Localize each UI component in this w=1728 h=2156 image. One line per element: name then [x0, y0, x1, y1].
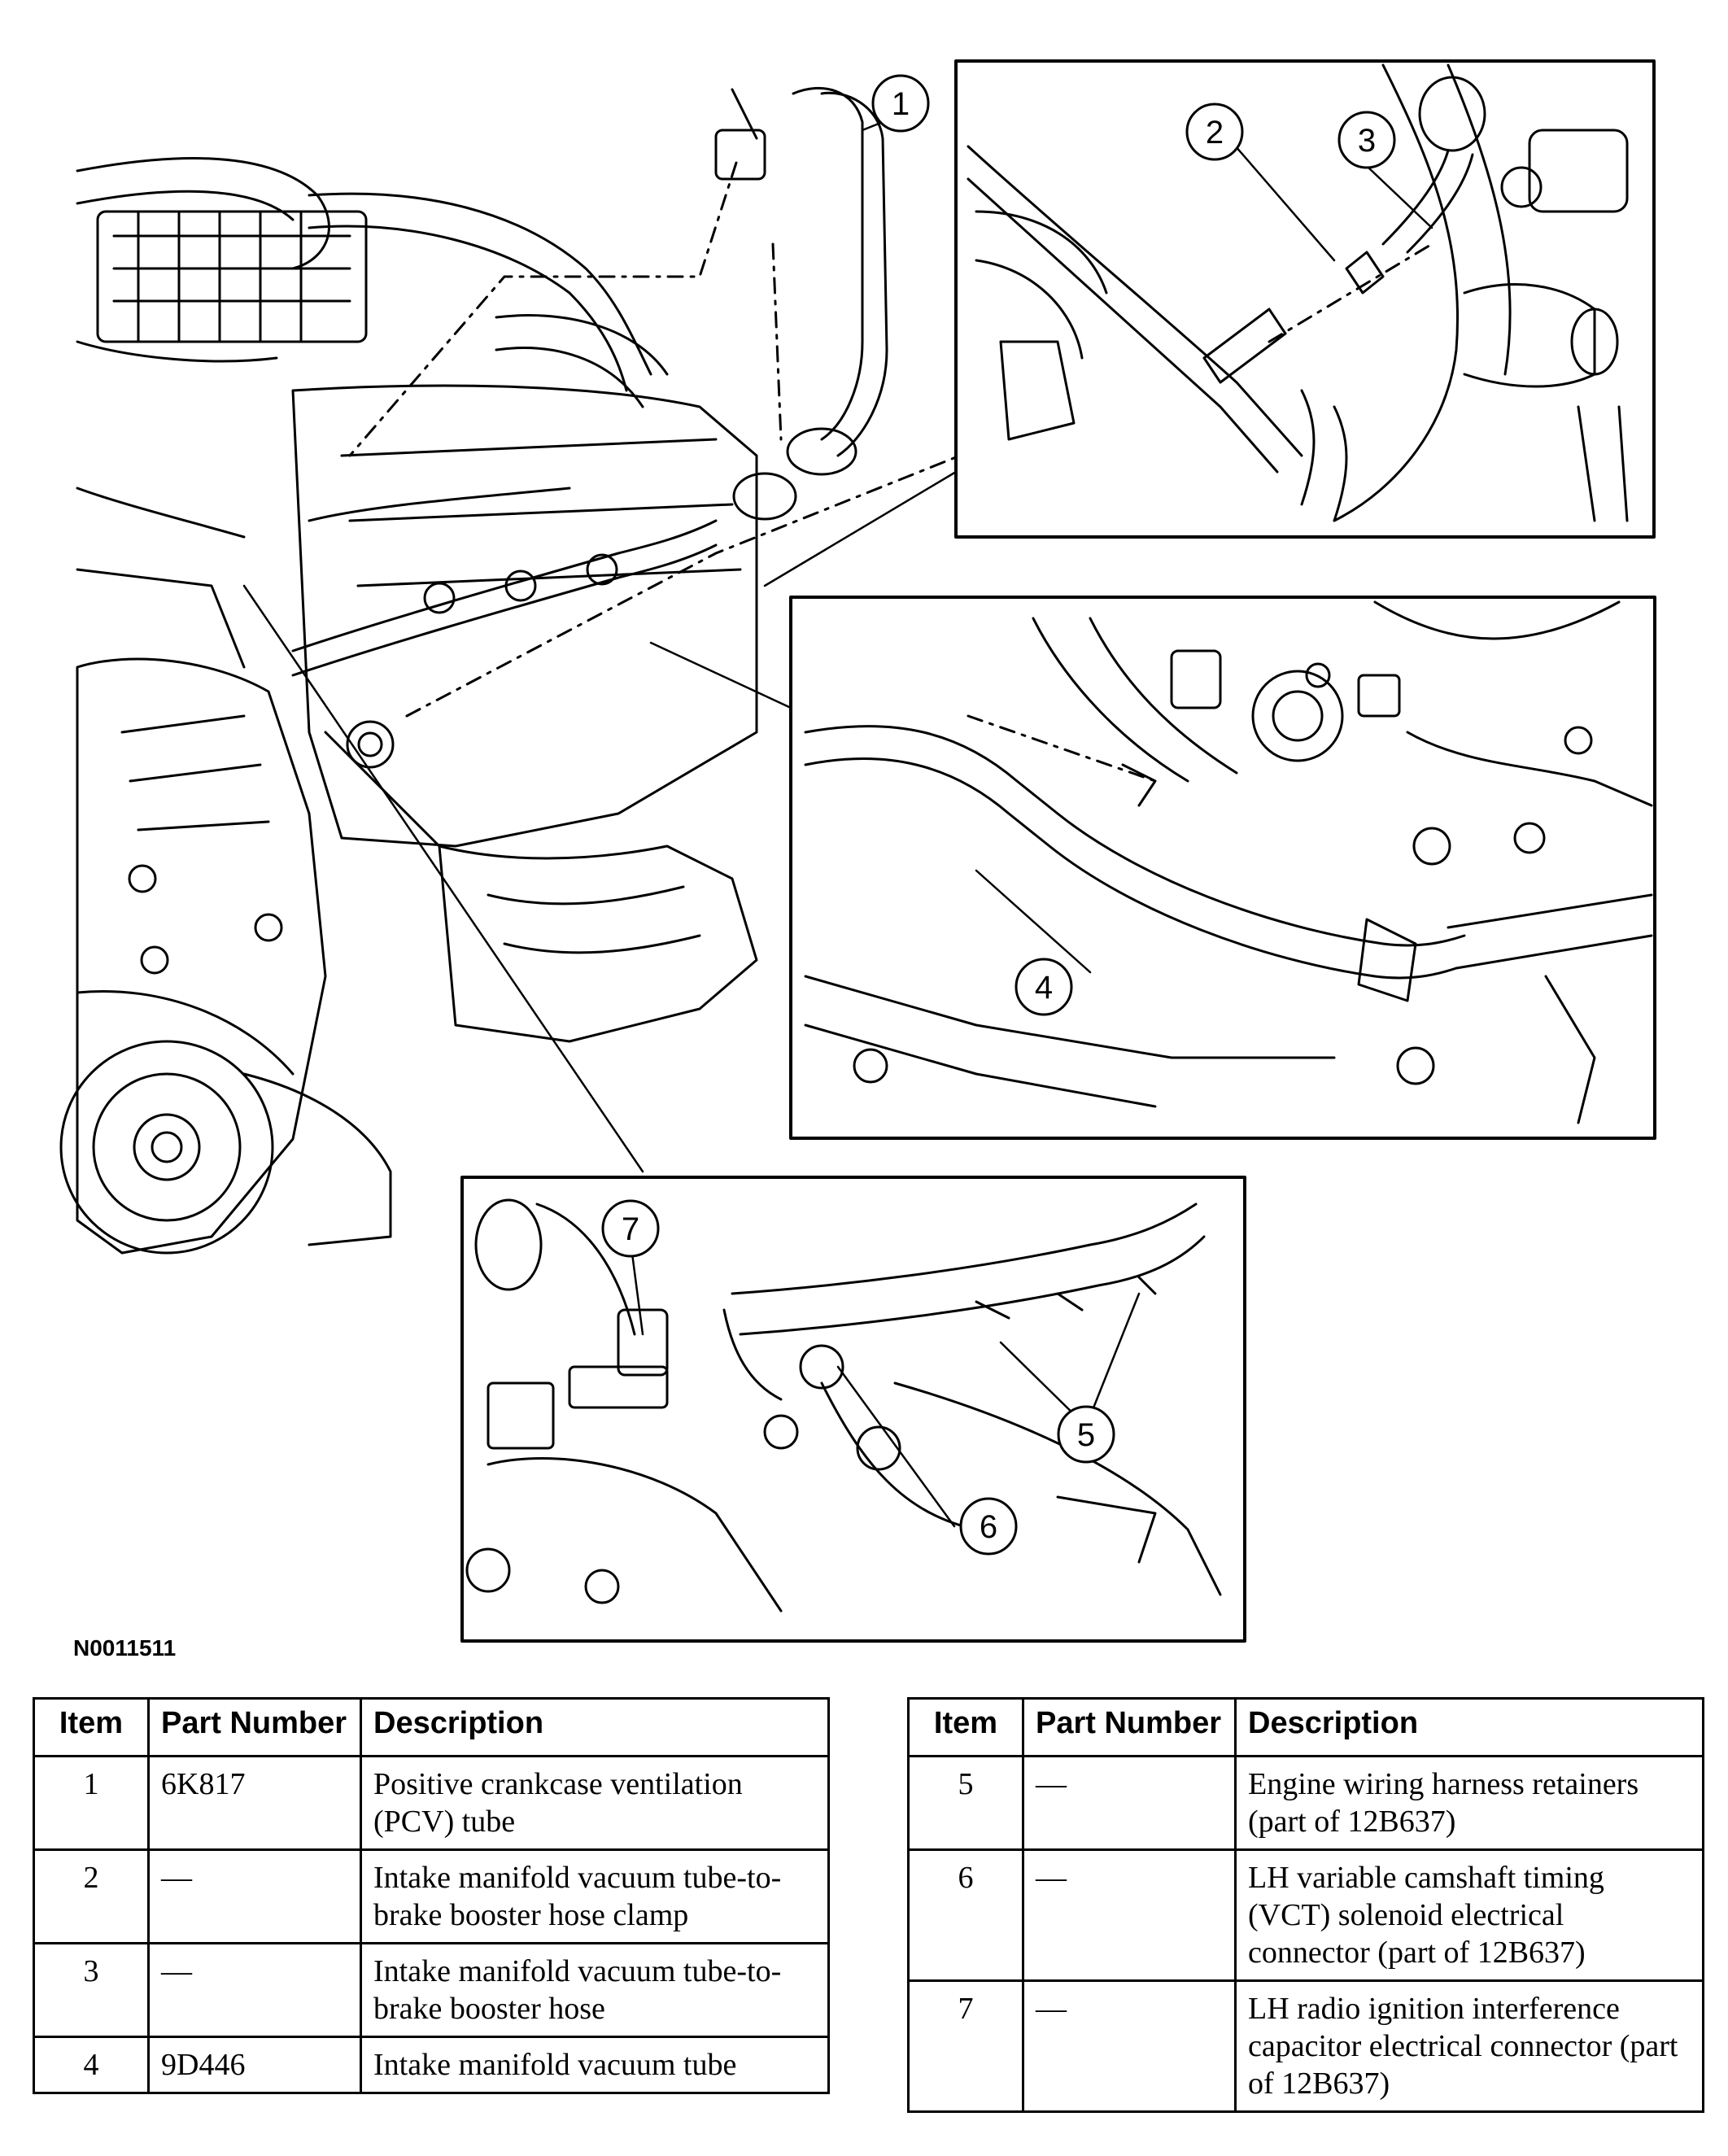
- table-header-row: Item Part Number Description: [907, 1697, 1704, 1757]
- callout-4: 4: [1015, 958, 1073, 1016]
- inset-harness: [460, 1176, 1246, 1643]
- cell-item: 1: [33, 1755, 150, 1851]
- cell-item: 4: [33, 2036, 150, 2094]
- figure-id: N0011511: [73, 1635, 177, 1661]
- parts-table-left: Item Part Number Description 1 6K817 Pos…: [33, 1697, 830, 2094]
- table-row: 2 — Intake manifold vacuum tube-to-brake…: [33, 1848, 830, 1944]
- cell-description: Intake manifold vacuum tube: [360, 2036, 830, 2094]
- engine-diagram: 1 2 3 4 5 6 7: [59, 59, 1656, 1643]
- cell-description: Positive crankcase ventilation (PCV) tub…: [360, 1755, 830, 1851]
- cell-item: 3: [33, 1942, 150, 2038]
- cell-part-number: —: [1022, 1848, 1237, 1982]
- cell-description: LH variable camshaft timing (VCT) soleno…: [1234, 1848, 1704, 1982]
- table-row: 1 6K817 Positive crankcase ventilation (…: [33, 1755, 830, 1851]
- cell-item: 6: [907, 1848, 1024, 1982]
- callout-6: 6: [959, 1497, 1018, 1556]
- cell-part-number: —: [147, 1942, 362, 2038]
- cell-part-number: 9D446: [147, 2036, 362, 2094]
- callout-2-label: 2: [1206, 115, 1224, 151]
- table-header-row: Item Part Number Description: [33, 1697, 830, 1757]
- inset-vacuum-tube: [789, 596, 1656, 1140]
- cell-item: 2: [33, 1848, 150, 1944]
- leader-lines: [242, 120, 1433, 1528]
- col-header-item: Item: [907, 1697, 1024, 1757]
- inset-brake-booster: [954, 59, 1656, 539]
- cell-part-number: —: [1022, 1979, 1237, 2113]
- callout-1-label: 1: [892, 86, 910, 122]
- col-header-part-number: Part Number: [147, 1697, 362, 1757]
- main-engine-view: [59, 86, 962, 1255]
- parts-table-right: Item Part Number Description 5 — Engine …: [907, 1697, 1704, 2113]
- col-header-description: Description: [360, 1697, 830, 1757]
- col-header-part-number: Part Number: [1022, 1697, 1237, 1757]
- col-header-item: Item: [33, 1697, 150, 1757]
- table-row: 6 — LH variable camshaft timing (VCT) so…: [907, 1848, 1704, 1982]
- callout-7-label: 7: [622, 1211, 639, 1247]
- callout-1: 1: [871, 74, 930, 133]
- callout-4-label: 4: [1035, 970, 1053, 1006]
- cell-description: Engine wiring harness retainers (part of…: [1234, 1755, 1704, 1851]
- col-header-description: Description: [1234, 1697, 1704, 1757]
- cell-item: 7: [907, 1979, 1024, 2113]
- callout-3-label: 3: [1358, 123, 1376, 159]
- cell-description: Intake manifold vacuum tube-to-brake boo…: [360, 1942, 830, 2038]
- table-row: 5 — Engine wiring harness retainers (par…: [907, 1755, 1704, 1851]
- table-row: 7 — LH radio ignition interference capac…: [907, 1979, 1704, 2113]
- cell-part-number: 6K817: [147, 1755, 362, 1851]
- cell-description: LH radio ignition interference capacitor…: [1234, 1979, 1704, 2113]
- callout-5-label: 5: [1077, 1417, 1095, 1453]
- callout-3: 3: [1337, 111, 1396, 169]
- callout-2: 2: [1185, 103, 1244, 161]
- callout-6-label: 6: [980, 1509, 997, 1545]
- cell-part-number: —: [147, 1848, 362, 1944]
- table-row: 4 9D446 Intake manifold vacuum tube: [33, 2036, 830, 2094]
- cell-item: 5: [907, 1755, 1024, 1851]
- cell-description: Intake manifold vacuum tube-to-brake boo…: [360, 1848, 830, 1944]
- table-row: 3 — Intake manifold vacuum tube-to-brake…: [33, 1942, 830, 2038]
- callout-7: 7: [601, 1199, 660, 1258]
- callout-5: 5: [1057, 1405, 1115, 1464]
- cell-part-number: —: [1022, 1755, 1237, 1851]
